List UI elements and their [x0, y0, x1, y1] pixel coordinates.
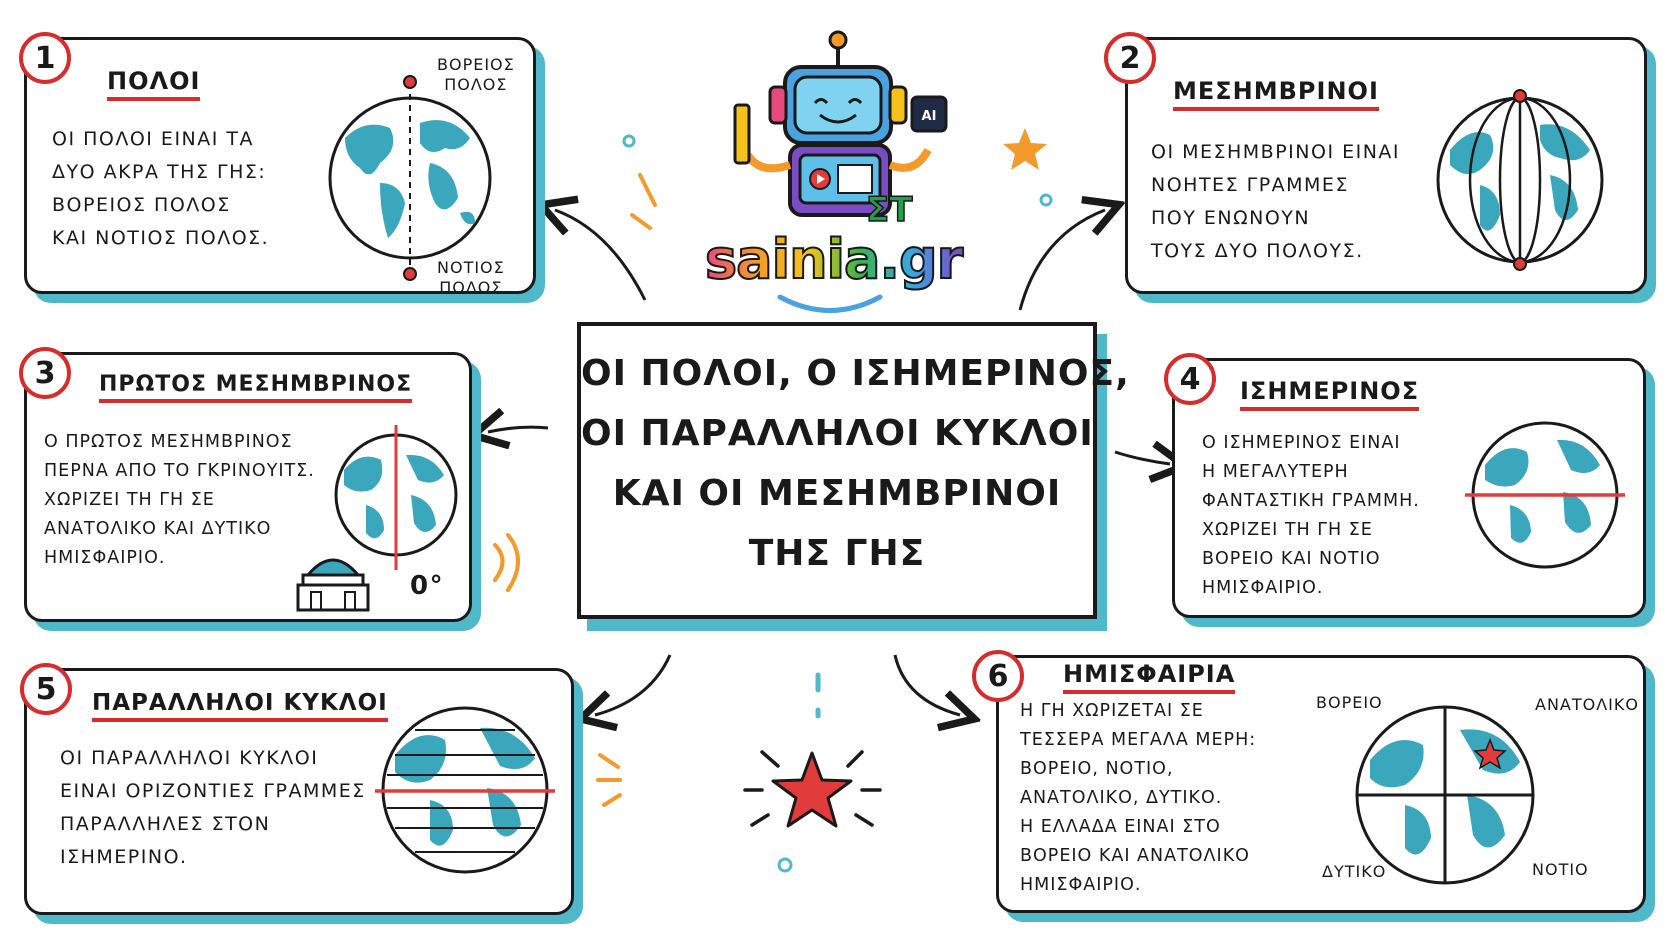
robot-mascot-icon: AI [733, 30, 948, 217]
arrow-to-card-1 [555, 210, 647, 301]
card-4-title: ΙΣΗΜΕΡΙΝΟΣ [1240, 377, 1420, 411]
ai-chip-label: AI [922, 109, 937, 124]
doodle-dots [622, 134, 1053, 873]
card-6-title: ΗΜΙΣΦΑΙΡΙΑ [1063, 660, 1236, 694]
logo-smile [777, 294, 883, 313]
card-5-title: ΠΑΡΑΛΛΗΛΟΙ ΚΥΚΛΟΙ [92, 690, 388, 722]
card-3-number: 3 [19, 347, 71, 399]
globe-hemispheres-icon [1355, 705, 1535, 885]
card-1-title: ΠΟΛΟΙ [107, 67, 201, 101]
card-3-text: Ο ΠΡΩΤΟΣ ΜΕΣΗΜΒΡΙΝΟΣ ΠΕΡΝΑ ΑΠΟ ΤΟ ΓΚΡΙΝΟ… [44, 432, 315, 568]
card-6-text: Η ΓΗ ΧΩΡΙΖΕΤΑΙ ΣΕ ΤΕΣΣΕΡΑ ΜΕΓΑΛΑ ΜΕΡΗ: Β… [1020, 701, 1257, 895]
logo-wordmark: sainia.gr [704, 227, 964, 292]
star-burst-icon [743, 750, 882, 828]
card-3-degree: 0° [410, 571, 445, 601]
card-imisfairia [996, 655, 1646, 913]
arrow-to-card-4 [1114, 452, 1170, 464]
card-6-label-east: ΑΝΑΤΟΛΙΚΟ [1535, 695, 1639, 714]
card-5-text: ΟΙ ΠΑΡΑΛΛΗΛΟΙ ΚΥΚΛΟΙ ΕΙΝΑΙ ΟΡΙΖΟΝΤΙΕΣ ΓΡ… [60, 747, 366, 868]
logo-suffix: ΣΤ [865, 189, 913, 231]
observatory-icon [296, 558, 370, 612]
arrow-to-card-3 [488, 427, 549, 432]
card-3-title: ΠΡΩΤΟΣ ΜΕΣΗΜΒΡΙΝΟΣ [99, 372, 413, 403]
arrow-to-card-6 [893, 654, 960, 715]
card-1-label-south: ΝΟΤΙΟΣ ΠΟΛΟΣ [437, 258, 505, 297]
card-6-number: 6 [972, 650, 1024, 702]
card-protos-mesimvrinos [24, 352, 472, 622]
globe-icon [328, 75, 492, 281]
star-icon [1003, 128, 1047, 170]
card-1-label-north: ΒΟΡΕΙΟΣ ΠΟΛΟΣ [437, 55, 515, 94]
arrow-to-card-2 [1018, 210, 1105, 311]
card-2-text: ΟΙ ΜΕΣΗΜΒΡΙΝΟΙ ΕΙΝΑΙ ΝΟΗΤΕΣ ΓΡΑΜΜΕΣ ΠΟΥ … [1151, 141, 1401, 262]
globe-parallels-icon [375, 706, 555, 874]
center-title: ΟΙ ΠΟΛΟΙ, Ο ΙΣΗΜΕΡΙΝΟΣ, ΟΙ ΠΑΡΑΛΛΗΛΟΙ ΚΥ… [581, 353, 1130, 574]
card-6-label-west: ΔΥΤΙΚΟ [1322, 862, 1387, 881]
card-4-number: 4 [1164, 353, 1216, 405]
logo-text[interactable]: sainia.gr [704, 227, 964, 292]
globe-meridians-icon [1436, 89, 1604, 271]
globe-prime-meridian-icon [334, 425, 458, 570]
card-2-title: ΜΕΣΗΜΒΡΙΝΟΙ [1173, 77, 1379, 111]
center-title-box: ΟΙ ΠΟΛΟΙ, Ο ΙΣΗΜΕΡΙΝΟΣ, ΟΙ ΠΑΡΑΛΛΗΛΟΙ ΚΥ… [577, 322, 1130, 619]
card-6-label-south: ΝΟΤΙΟ [1532, 860, 1589, 879]
card-1-number: 1 [19, 32, 71, 84]
card-6-label-north: ΒΟΡΕΙΟ [1316, 693, 1383, 712]
card-4-text: Ο ΙΣΗΜΕΡΙΝΟΣ ΕΙΝΑΙ Η ΜΕΓΑΛΥΤΕΡΗ ΦΑΝΤΑΣΤΙ… [1202, 433, 1420, 598]
arrow-to-card-5 [595, 654, 672, 715]
card-2-number: 2 [1104, 32, 1156, 84]
card-1-text: ΟΙ ΠΟΛΟΙ ΕΙΝΑΙ ΤΑ ΔΥΟ ΑΚΡΑ ΤΗΣ ΓΗΣ: ΒΟΡΕ… [52, 128, 270, 249]
globe-equator-icon [1465, 421, 1625, 569]
card-5-number: 5 [20, 663, 72, 715]
